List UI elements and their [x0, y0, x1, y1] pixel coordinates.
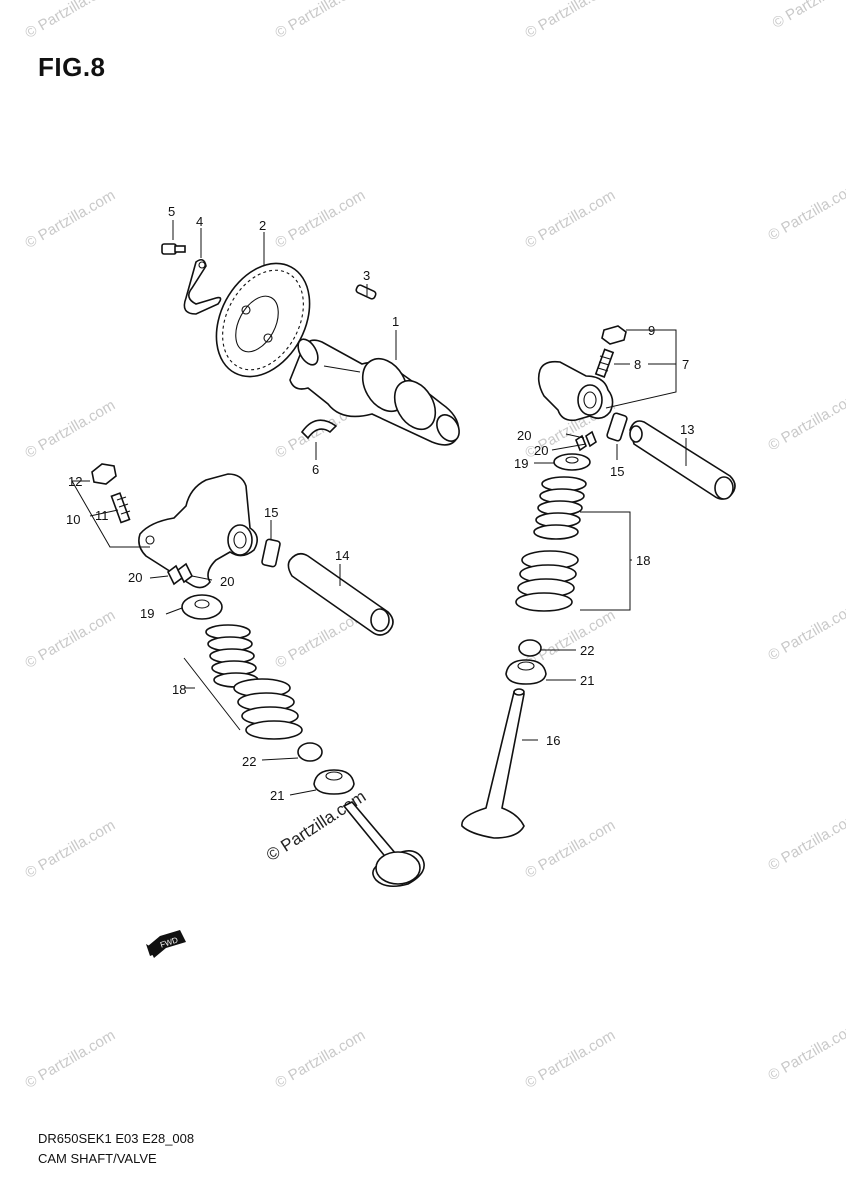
part-spring-seat-21-right	[505, 659, 547, 685]
watermark-text: © Partzilla.com	[522, 0, 618, 42]
part-adjust-screw-8	[594, 348, 615, 378]
callout-20-right-top: 20	[517, 428, 531, 443]
diagram-name: CAM SHAFT/VALVE	[38, 1151, 157, 1166]
watermark-text: © Partzilla.com	[22, 397, 118, 462]
watermark-text: © Partzilla.com	[765, 599, 846, 664]
callout-4: 4	[196, 214, 203, 229]
figure-title: FIG.8	[38, 52, 106, 82]
watermark-text: © Partzilla.com	[765, 389, 846, 454]
watermark-text: © Partzilla.com	[765, 1019, 846, 1084]
part-locknut-9	[601, 325, 627, 345]
watermark-text: © Partzilla.com	[522, 1027, 618, 1092]
fwd-arrow-icon: FWD	[146, 930, 186, 958]
part-valve-springs-18-right	[515, 476, 587, 612]
callout-2: 2	[259, 218, 266, 233]
callout-20-left-a: 20	[128, 570, 142, 585]
part-locknut-12	[91, 463, 117, 485]
callout-19-right: 19	[514, 456, 528, 471]
part-adjust-screw-11	[110, 492, 131, 524]
callout-3: 3	[363, 268, 370, 283]
callout-8: 8	[634, 357, 641, 372]
watermark-text: © Partzilla.com	[22, 1027, 118, 1092]
callout-5: 5	[168, 204, 175, 219]
callout-18-left: 18	[172, 682, 186, 697]
callout-14: 14	[335, 548, 349, 563]
part-oil-seal-22-right	[518, 639, 542, 657]
part-oil-seal-22-left	[297, 742, 323, 762]
callout-20-left-b: 20	[220, 574, 234, 589]
diagram-code: DR650SEK1 E03 E28_008	[38, 1131, 195, 1146]
callout-16: 16	[546, 733, 560, 748]
part-spring-seat-21-left	[313, 769, 355, 795]
callout-10: 10	[66, 512, 80, 527]
watermark-text: © Partzilla.com	[22, 817, 118, 882]
callout-19-left: 19	[140, 606, 154, 621]
callout-15-left: 15	[264, 505, 278, 520]
part-bolt-5	[161, 243, 186, 255]
part-lock-washer-4	[183, 258, 222, 315]
part-retainer-6	[300, 419, 338, 440]
callout-1: 1	[392, 314, 399, 329]
watermark-text: © Partzilla.com	[22, 0, 118, 42]
watermark-text: © Partzilla.com	[522, 187, 618, 252]
watermark-text: © Partzilla.com	[272, 0, 368, 42]
callout-13: 13	[680, 422, 694, 437]
part-valve-16	[461, 688, 525, 839]
callout-21-right: 21	[580, 673, 594, 688]
part-washer-15-left	[261, 538, 281, 568]
watermark-text: © Partzilla.com	[770, 0, 846, 32]
watermark-text: © Partzilla.com	[765, 179, 846, 244]
part-rocker-arm-10	[138, 473, 258, 589]
part-retainer-19-right	[553, 453, 591, 471]
watermark-text: © Partzilla.com	[765, 809, 846, 874]
callout-labels: 5 4 2 3 1 6 9 8 7 13 15 20 20 19 18 22 2…	[66, 204, 694, 803]
part-retainer-19-left	[181, 594, 223, 620]
callout-21-left: 21	[270, 788, 284, 803]
part-cotter-20-right	[575, 430, 597, 452]
callout-22-right: 22	[580, 643, 594, 658]
callout-15-right: 15	[610, 464, 624, 479]
callout-6: 6	[312, 462, 319, 477]
part-camshaft-1	[289, 338, 460, 446]
leader-lines	[71, 220, 687, 796]
callout-11: 11	[95, 508, 109, 523]
part-valve-springs-18-left	[205, 624, 303, 740]
callout-18-right: 18	[636, 553, 650, 568]
callout-9: 9	[648, 323, 655, 338]
watermark-text: © Partzilla.com	[272, 187, 368, 252]
watermark-text: © Partzilla.com	[22, 187, 118, 252]
part-rocker-arm-7	[537, 360, 614, 422]
watermark-text: © Partzilla.com	[522, 817, 618, 882]
part-valve-17	[342, 801, 425, 888]
callout-7: 7	[682, 357, 689, 372]
callout-20-right: 20	[534, 443, 548, 458]
part-washer-15-right	[606, 412, 628, 442]
part-rocker-shaft-13	[629, 420, 736, 500]
callout-12: 12	[68, 474, 82, 489]
part-rocker-shaft-14	[287, 552, 394, 636]
part-pin-3	[355, 284, 377, 300]
callout-22-left: 22	[242, 754, 256, 769]
watermark-text: © Partzilla.com	[22, 607, 118, 672]
watermark-text: © Partzilla.com	[272, 1027, 368, 1092]
